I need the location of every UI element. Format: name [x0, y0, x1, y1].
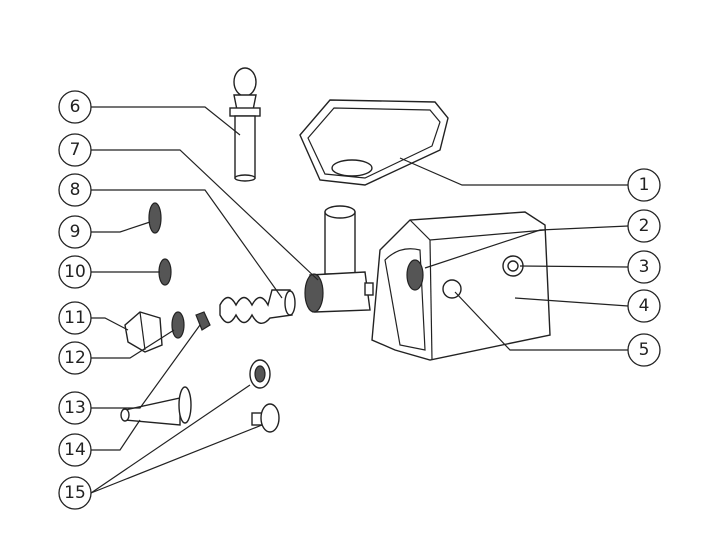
- grinder-head: [304, 205, 374, 313]
- svg-text:12: 12: [64, 348, 86, 368]
- callout-6: 6: [58, 90, 92, 124]
- callout-4: 4: [627, 289, 661, 323]
- svg-text:2: 2: [639, 216, 650, 236]
- callout-7: 7: [58, 133, 92, 167]
- svg-text:7: 7: [70, 140, 81, 160]
- auger: [219, 289, 296, 324]
- callout-10: 10: [58, 255, 92, 289]
- motor-housing: [371, 211, 551, 361]
- callout-1: 1: [627, 168, 661, 202]
- svg-text:9: 9: [70, 222, 81, 242]
- leader-lines: [90, 106, 629, 494]
- callout-3: 3: [627, 250, 661, 284]
- callout-2: 2: [627, 209, 661, 243]
- svg-text:1: 1: [639, 175, 650, 195]
- kubbe-attachment: [249, 359, 280, 433]
- callout-12: 12: [58, 341, 92, 375]
- svg-text:14: 14: [64, 440, 86, 460]
- callout-13: 13: [58, 391, 92, 425]
- svg-text:6: 6: [70, 97, 81, 117]
- callout-11: 11: [58, 301, 92, 335]
- svg-text:5: 5: [639, 340, 650, 360]
- tray: [299, 99, 449, 186]
- svg-text:11: 11: [64, 308, 86, 328]
- callout-5: 5: [627, 333, 661, 367]
- svg-text:3: 3: [639, 257, 650, 277]
- callout-14: 14: [58, 433, 92, 467]
- callout-15: 15: [58, 476, 92, 510]
- cutting-plates: [148, 202, 185, 339]
- svg-text:8: 8: [70, 180, 81, 200]
- svg-text:15: 15: [64, 483, 86, 503]
- callout-9: 9: [58, 215, 92, 249]
- callout-8: 8: [58, 173, 92, 207]
- ring-nut: [124, 311, 163, 353]
- pusher: [229, 67, 261, 182]
- svg-text:10: 10: [64, 262, 86, 282]
- sausage-tube: [120, 386, 192, 426]
- svg-text:4: 4: [639, 296, 650, 316]
- svg-text:13: 13: [64, 398, 86, 418]
